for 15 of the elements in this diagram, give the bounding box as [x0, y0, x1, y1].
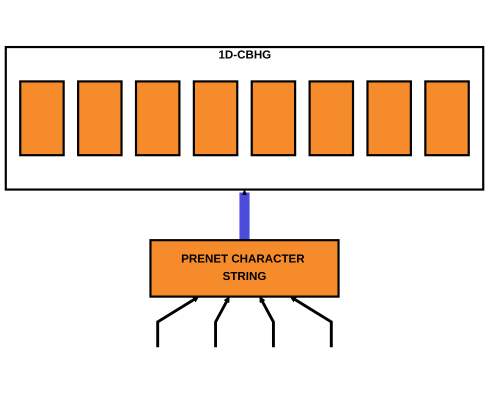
cluster: 1D-CBHG [4, 46, 484, 191]
arrow [239, 189, 250, 240]
arrow [214, 296, 230, 348]
node-bar [134, 80, 180, 156]
node-bar [250, 80, 296, 156]
node-bar [19, 80, 65, 156]
node-bar [366, 80, 412, 156]
arrow [259, 296, 275, 348]
node-bar [77, 80, 123, 156]
arrow [156, 296, 200, 348]
node-bar [308, 80, 354, 156]
node-box: PRENET CHARACTER STRING [149, 239, 340, 298]
arrow [290, 296, 333, 348]
node-bar [424, 80, 470, 156]
node-bar [192, 80, 238, 156]
